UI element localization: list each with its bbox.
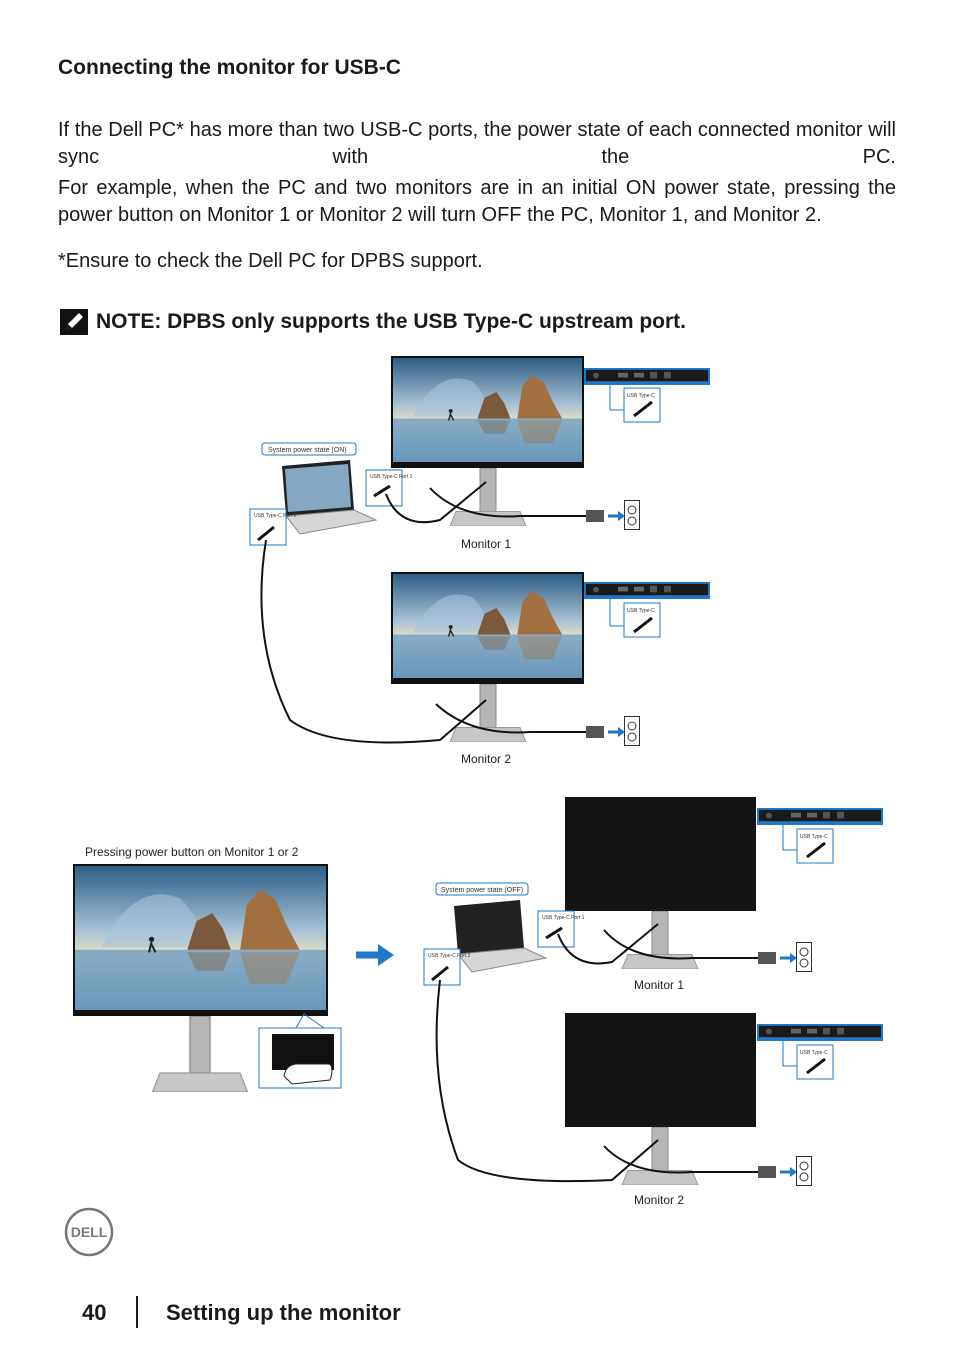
port1-off-label: USB Type-C Port 1 — [542, 915, 585, 921]
state-on-label: System power state (ON) — [268, 447, 347, 454]
monitor-2-off-port-panel — [757, 1024, 883, 1041]
monitor-2-off-caption: Monitor 2 — [634, 1193, 684, 1207]
monitor-2-usb-callout — [623, 602, 661, 638]
monitor-pressing — [73, 864, 328, 1092]
note-block: NOTE: DPBS only supports the USB Type-C … — [60, 309, 686, 335]
monitor-2-off — [565, 1013, 756, 1185]
port2-callout — [249, 508, 287, 546]
note-text: NOTE: DPBS only supports the USB Type-C … — [96, 310, 686, 333]
pressing-caption: Pressing power button on Monitor 1 or 2 — [85, 845, 299, 859]
monitor-1-off-usb-callout — [796, 828, 834, 864]
monitor-1-caption: Monitor 1 — [461, 537, 511, 551]
port2-label: USB Type-C Port 2 — [254, 513, 297, 519]
wall-outlet-4 — [796, 1156, 812, 1186]
footer-section-title: Setting up the monitor — [166, 1300, 401, 1325]
monitor-1-off-usb-label: USB Type-C — [800, 834, 828, 840]
state-off-badge — [435, 882, 529, 896]
monitor-1-usb-label: USB Type-C — [627, 393, 655, 399]
footnote: *Ensure to check the Dell PC for DPBS su… — [58, 250, 483, 272]
dell-logo: DELL — [64, 1207, 114, 1262]
monitor-1-off-caption: Monitor 1 — [634, 978, 684, 992]
port1-off-callout — [537, 910, 575, 948]
monitor-1-off-port-panel — [757, 808, 883, 825]
wall-outlet-2 — [624, 716, 640, 746]
port2-off-label: USB Type-C Port 2 — [428, 953, 471, 959]
monitor-1-on — [391, 356, 584, 526]
footer-divider — [136, 1296, 138, 1328]
section-heading: Connecting the monitor for USB-C — [58, 56, 401, 79]
wall-outlet-1 — [624, 500, 640, 530]
state-off-label: System power state (OFF) — [441, 887, 523, 894]
dell-logo-text: DELL — [71, 1224, 108, 1240]
hand-press-icon — [283, 1063, 333, 1085]
laptop-on — [282, 460, 378, 535]
monitor-2-off-usb-callout — [796, 1044, 834, 1080]
state-on-badge — [261, 442, 357, 456]
monitor-2-off-usb-label: USB Type-C — [800, 1050, 828, 1056]
port2-off-callout — [423, 948, 461, 986]
monitor-1-off — [565, 797, 756, 969]
pencil-icon — [60, 309, 88, 335]
monitor-2-usb-label: USB Type-C — [627, 608, 655, 614]
paragraph-sync: If the Dell PC* has more than two USB-C … — [58, 119, 896, 168]
page-number: 40 — [82, 1300, 107, 1325]
monitor-2-on — [391, 572, 584, 742]
monitor-2-caption: Monitor 2 — [461, 752, 511, 766]
connection-diagram: USB Type-C System power state (ON) USB T… — [73, 356, 883, 1207]
laptop-off — [454, 900, 548, 973]
monitor-1-usb-callout — [623, 387, 661, 423]
paragraph-example: For example, when the PC and two monitor… — [58, 177, 896, 226]
monitor-1-port-panel — [584, 368, 710, 385]
monitor-2-port-panel — [584, 582, 710, 599]
port1-label: USB Type-C Port 1 — [370, 474, 413, 480]
wall-outlet-3 — [796, 942, 812, 972]
